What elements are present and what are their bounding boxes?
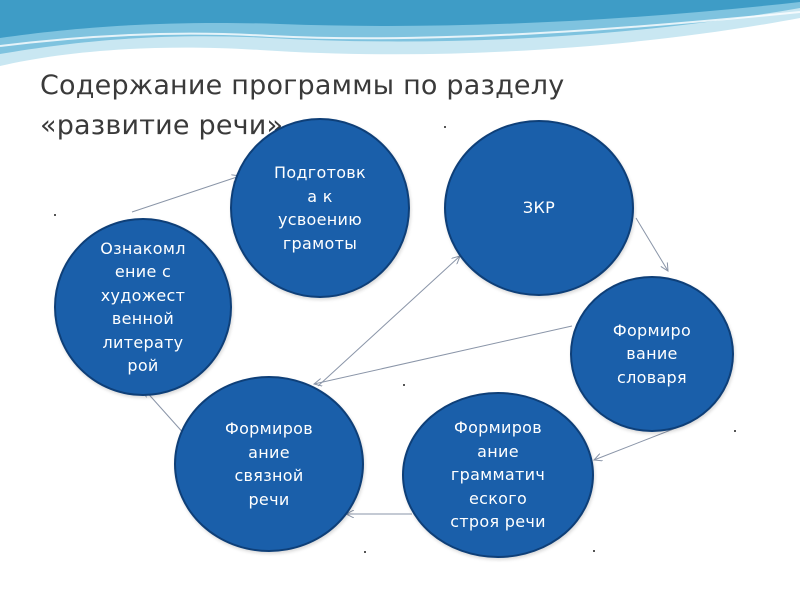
speck-dot bbox=[444, 126, 446, 128]
node-familiarization-literature: Ознакомл ение с художест венной литерату… bbox=[54, 218, 232, 396]
wave-header-decoration bbox=[0, 0, 800, 66]
node-label-zkr: ЗКР bbox=[522, 198, 556, 218]
node-grammar: Формиров ание грамматич еского строя реч… bbox=[402, 392, 594, 558]
node-label-grammar: Формиров ание грамматич еского строя реч… bbox=[450, 418, 546, 532]
node-label-coherent-speech: Формиров ание связной речи bbox=[225, 419, 313, 509]
node-label-vocabulary: Формиро вание словаря bbox=[612, 320, 692, 387]
edge-vocabulary-to-coherent bbox=[314, 325, 573, 384]
node-label-familiarization-literature: Ознакомл ение с художест венной литерату… bbox=[100, 238, 186, 376]
node-zkr: ЗКР bbox=[444, 120, 634, 296]
wave-dark bbox=[0, 0, 800, 38]
speck-dot bbox=[593, 550, 595, 552]
title-line-1: Содержание программы по разделу bbox=[40, 70, 565, 101]
edge-zkr-to-vocabulary bbox=[635, 217, 668, 271]
node-literacy-preparation: Подготовк а к усвоению грамоты bbox=[230, 118, 410, 298]
edge-familiarization-to-literacy bbox=[131, 176, 240, 213]
edge-coherent-to-familiarization bbox=[144, 389, 187, 437]
speck-dot bbox=[734, 430, 736, 432]
slide-title: Содержание программы по разделу «развити… bbox=[40, 66, 660, 146]
wave-highlight bbox=[0, 11, 800, 47]
node-label-literacy-preparation: Подготовк а к усвоению грамоты bbox=[274, 163, 366, 253]
title-line-2: «развитие речи» bbox=[40, 110, 284, 141]
speck-dot bbox=[403, 384, 405, 386]
edge-coherent-to-zkr bbox=[317, 256, 460, 387]
edge-vocabulary-to-grammar bbox=[594, 427, 677, 460]
node-coherent-speech: Формиров ание связной речи bbox=[174, 376, 364, 552]
speck-dot bbox=[54, 214, 56, 216]
speck-dot bbox=[364, 551, 366, 553]
node-vocabulary: Формиро вание словаря bbox=[570, 276, 734, 432]
